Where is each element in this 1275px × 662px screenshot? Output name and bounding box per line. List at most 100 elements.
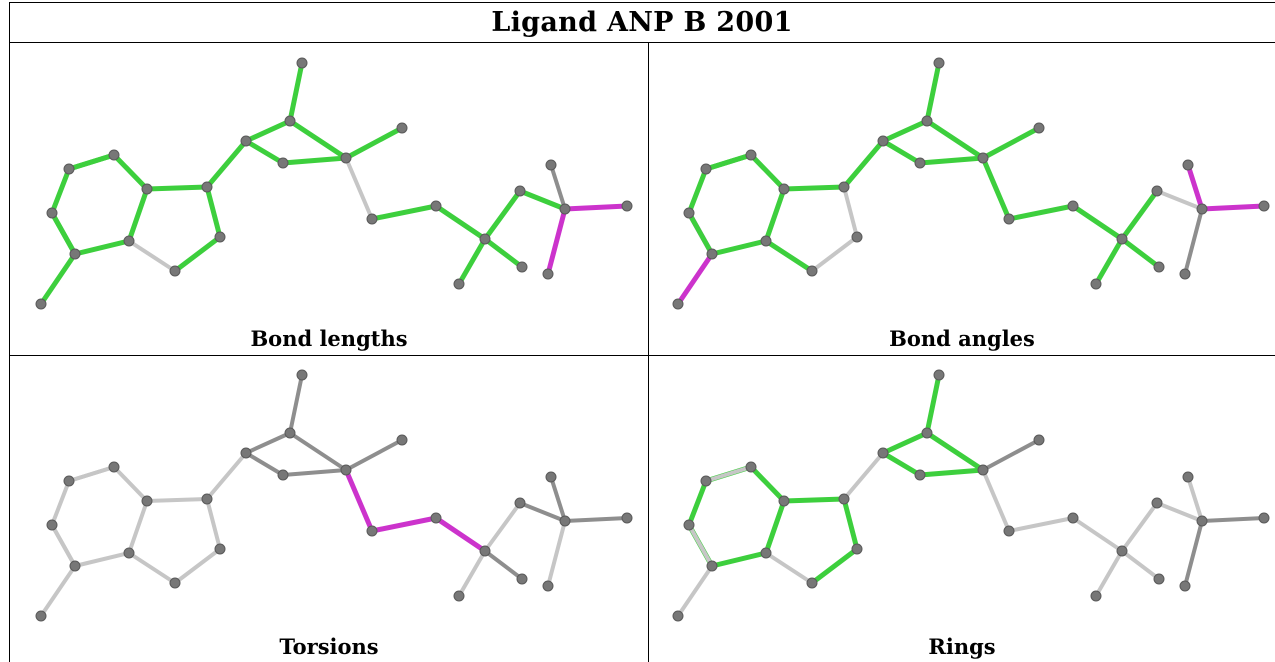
- bond: [287, 118, 349, 161]
- bond: [433, 515, 488, 554]
- atom: [838, 493, 850, 505]
- panel-caption: Bond angles: [889, 326, 1035, 351]
- atom: [1090, 278, 1102, 290]
- bond: [1183, 519, 1204, 588]
- panel-caption: Bond lengths: [250, 326, 408, 351]
- bond: [343, 125, 405, 161]
- atom: [240, 135, 252, 147]
- bond: [49, 210, 78, 257]
- bond: [1186, 475, 1204, 523]
- bond: [1093, 236, 1125, 287]
- atom: [169, 265, 181, 277]
- bond: [281, 468, 348, 477]
- atom: [621, 200, 633, 212]
- atom: [479, 233, 491, 245]
- bond: [563, 516, 629, 523]
- atom: [977, 464, 989, 476]
- atom: [921, 427, 933, 439]
- bond: [562, 203, 630, 212]
- atom: [284, 427, 296, 439]
- atom: [838, 181, 850, 193]
- atom: [169, 577, 181, 589]
- bond: [841, 496, 860, 552]
- bond: [880, 430, 930, 456]
- bond: [483, 501, 522, 553]
- bond: [549, 475, 567, 523]
- bond: [709, 550, 769, 569]
- bond: [126, 186, 150, 244]
- bond: [781, 496, 847, 504]
- atom: [35, 298, 47, 310]
- title-divider: [9, 42, 1275, 43]
- bond: [981, 468, 1011, 533]
- bond: [39, 564, 77, 618]
- atom: [760, 235, 772, 247]
- column-divider: [648, 42, 649, 662]
- atom: [516, 261, 528, 273]
- atom: [214, 543, 226, 555]
- atom: [542, 268, 554, 280]
- atom: [1003, 525, 1015, 537]
- panel-bond-angles: Bond angles: [649, 43, 1275, 355]
- atom: [621, 512, 633, 524]
- bond: [748, 152, 787, 192]
- atom: [396, 122, 408, 134]
- bond: [703, 152, 754, 172]
- atom: [1196, 515, 1208, 527]
- atom: [63, 475, 75, 487]
- atom: [1033, 434, 1045, 446]
- bond: [880, 138, 923, 166]
- bond: [280, 155, 349, 166]
- atom: [1116, 545, 1128, 557]
- bond: [72, 238, 132, 257]
- bond: [1070, 203, 1125, 242]
- bond: [1200, 516, 1266, 523]
- bond: [518, 501, 567, 523]
- bond: [763, 186, 787, 244]
- bond: [763, 498, 787, 556]
- atom: [683, 207, 695, 219]
- bond: [244, 431, 292, 455]
- bond: [917, 155, 986, 166]
- panel-bond-lengths: Bond lengths: [10, 43, 648, 355]
- atom: [201, 181, 213, 193]
- bond: [369, 515, 439, 534]
- bond: [456, 236, 488, 287]
- atom: [851, 543, 863, 555]
- bond: [517, 188, 568, 212]
- atom: [141, 495, 153, 507]
- bond: [66, 152, 117, 172]
- atom: [806, 577, 818, 589]
- bond: [288, 431, 348, 472]
- atom: [1067, 200, 1079, 212]
- atom: [933, 369, 945, 381]
- atom: [123, 547, 135, 559]
- bond: [288, 373, 304, 435]
- atom: [745, 149, 757, 161]
- atom: [396, 434, 408, 446]
- bond: [924, 430, 986, 473]
- atom: [700, 163, 712, 175]
- atom: [514, 497, 526, 509]
- bond: [457, 549, 487, 598]
- atom: [1182, 471, 1194, 483]
- figure-title: Ligand ANP B 2001: [491, 6, 793, 38]
- bond: [1071, 516, 1124, 553]
- bond: [145, 497, 209, 503]
- bond: [981, 438, 1041, 472]
- atom: [914, 469, 926, 481]
- bond: [1120, 549, 1161, 581]
- bond: [50, 523, 77, 568]
- bond: [842, 451, 885, 501]
- bond: [1094, 549, 1124, 598]
- bond: [204, 138, 249, 190]
- molecule-rings: [672, 369, 1270, 622]
- bond: [842, 185, 859, 239]
- atom: [559, 515, 571, 527]
- bond: [686, 210, 715, 257]
- atom: [514, 185, 526, 197]
- atom: [516, 573, 528, 585]
- bond: [686, 478, 709, 528]
- atom: [672, 610, 684, 622]
